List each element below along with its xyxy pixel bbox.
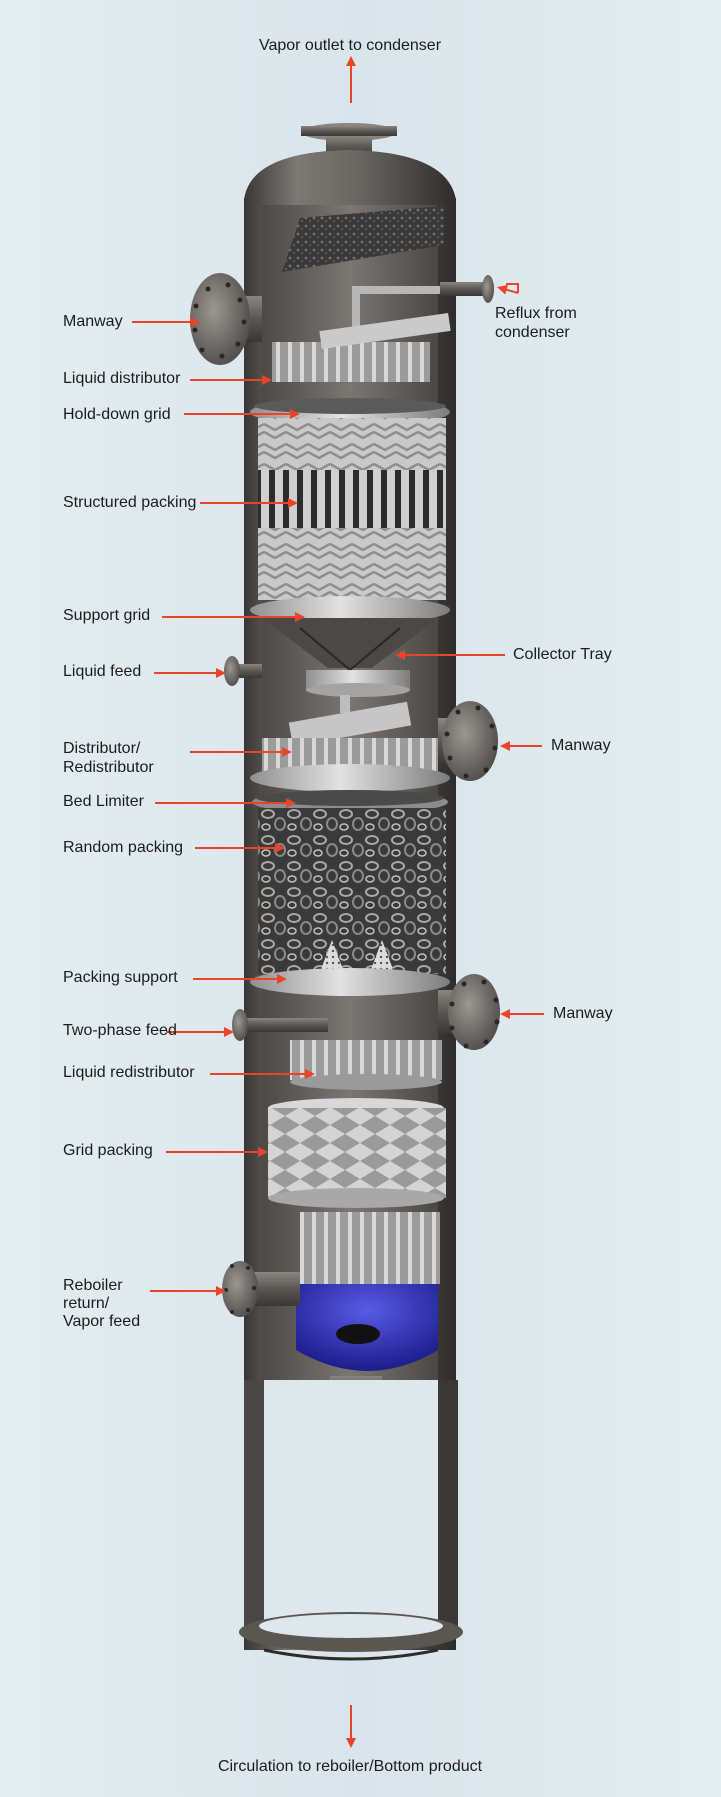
collector-tray xyxy=(306,670,410,713)
arrow-liquid-distributor xyxy=(190,375,272,385)
arrow-random-packing xyxy=(195,843,285,853)
arrow-grid-packing xyxy=(166,1147,268,1157)
label-collector-tray: Collector Tray xyxy=(513,646,612,663)
label-grid-packing: Grid packing xyxy=(63,1142,153,1159)
arrow-collector-tray xyxy=(395,650,505,660)
reboiler-baffle xyxy=(300,1212,440,1284)
mist-eliminator xyxy=(282,206,444,272)
label-reflux-line1: Reflux from xyxy=(495,305,577,322)
label-reboiler-line2: return/ xyxy=(63,1295,110,1312)
label-two-phase-feed: Two-phase feed xyxy=(63,1022,177,1039)
label-liquid-distributor: Liquid distributor xyxy=(63,370,181,387)
label-structured-packing: Structured packing xyxy=(63,494,197,511)
distributor-redistributor xyxy=(250,701,450,792)
arrow-bottom-product xyxy=(346,1705,356,1748)
support-skirt xyxy=(239,1380,463,1661)
manway-low xyxy=(438,974,500,1050)
label-bed-limiter: Bed Limiter xyxy=(63,793,144,810)
liquid-redistributor xyxy=(290,1040,442,1090)
arrow-reflux-tail xyxy=(506,283,519,293)
label-packing-support: Packing support xyxy=(63,969,178,986)
label-manway-mid: Manway xyxy=(551,737,611,754)
liquid-feed-nozzle xyxy=(224,656,262,686)
label-distributor: Distributor/ Redistributor xyxy=(63,739,154,777)
label-bottom-product: Circulation to reboiler/Bottom product xyxy=(217,1758,483,1775)
label-vapor-outlet: Vapor outlet to condenser xyxy=(258,37,442,54)
arrow-liquid-redistributor xyxy=(210,1069,315,1079)
label-reboiler: Reboiler return/ Vapor feed xyxy=(63,1277,140,1331)
arrow-packing-support xyxy=(193,974,287,984)
sump-outlet xyxy=(336,1324,380,1344)
arrow-two-phase-feed xyxy=(166,1027,234,1037)
arrow-distributor xyxy=(190,747,292,757)
label-random-packing: Random packing xyxy=(63,839,184,856)
label-reboiler-line3: Vapor feed xyxy=(63,1313,141,1330)
label-liquid-redistributor: Liquid redistributor xyxy=(63,1064,195,1081)
arrow-liquid-feed xyxy=(154,668,226,678)
label-reflux: Reflux from condenser xyxy=(495,304,577,342)
manway-middle xyxy=(438,701,498,781)
arrow-manway-top xyxy=(132,317,200,327)
label-liquid-feed: Liquid feed xyxy=(63,663,142,680)
arrow-vapor-outlet xyxy=(346,56,356,103)
arrow-reboiler xyxy=(150,1286,226,1296)
reflux-nozzle xyxy=(352,275,494,338)
two-phase-feed-nozzle xyxy=(232,1009,328,1041)
manway-top xyxy=(190,273,262,365)
packing-support xyxy=(250,940,450,996)
label-hold-down-grid: Hold-down grid xyxy=(63,406,171,423)
arrow-hold-down-grid xyxy=(184,409,300,419)
liquid-distributor xyxy=(272,313,451,382)
callout-arrows xyxy=(132,56,544,1748)
label-reflux-line2: condenser xyxy=(495,324,570,341)
random-packing xyxy=(258,808,446,974)
column-head xyxy=(244,150,456,200)
label-distributor-line2: Redistributor xyxy=(63,759,154,776)
label-manway-low: Manway xyxy=(553,1005,613,1022)
label-support-grid: Support grid xyxy=(63,607,151,624)
label-reboiler-line1: Reboiler xyxy=(63,1277,123,1294)
reboiler-return-nozzle xyxy=(222,1261,300,1317)
arrow-structured-packing xyxy=(200,498,298,508)
label-distributor-line1: Distributor/ xyxy=(63,740,141,757)
label-manway-top: Manway xyxy=(63,313,123,330)
arrow-support-grid xyxy=(162,612,305,622)
structured-packing xyxy=(258,418,446,600)
arrow-bed-limiter xyxy=(155,798,296,808)
grid-packing xyxy=(268,1098,446,1208)
arrow-reflux xyxy=(497,284,519,295)
arrow-manway-mid xyxy=(500,741,542,751)
arrow-manway-low xyxy=(500,1009,544,1019)
